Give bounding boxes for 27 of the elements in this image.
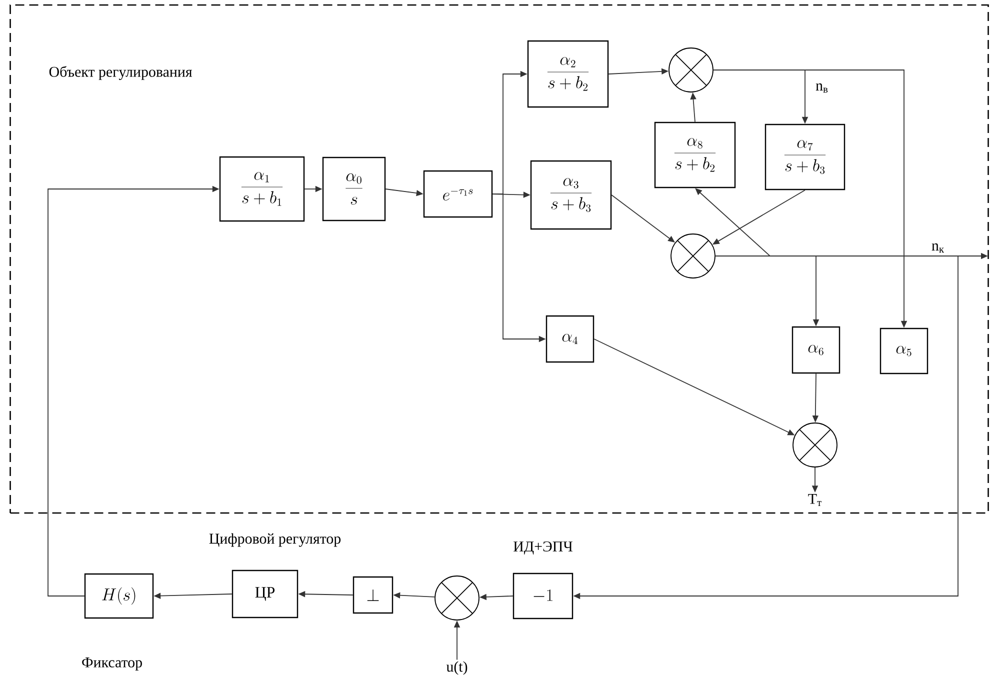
- edge-label: n$_{к}$: [930, 242, 946, 254]
- summing-junction: [792, 422, 838, 468]
- summing-junction: [668, 48, 714, 92]
- block-box: $\alpha_5$: [880, 328, 928, 374]
- block-box: $\perp$: [352, 576, 394, 614]
- block-box: $H(s)$: [84, 573, 154, 619]
- block-box: $\frac{\alpha_2}{s+b_2}$: [527, 40, 609, 108]
- block-box: $-1$: [512, 572, 574, 620]
- signal-label: u(t): [446, 661, 468, 675]
- block-caption: Цифровой регулятор: [209, 533, 341, 547]
- edge-label: n$_{в}$: [814, 82, 830, 94]
- block-box: ЦР: [232, 570, 298, 618]
- block-box: $\frac{\alpha_1}{s+b_1}$: [219, 156, 305, 222]
- summing-junction: [434, 576, 480, 620]
- block-box: $\frac{\alpha_8}{s+b_2}$: [654, 122, 736, 188]
- block-box: $\frac{\alpha_3}{s+b_3}$: [530, 160, 612, 230]
- block-box: $\frac{\alpha_0}{s}$: [322, 156, 386, 222]
- block-caption: Фиксатор: [82, 658, 142, 670]
- summing-junction: [670, 234, 716, 278]
- block-box: $\alpha_4$: [546, 315, 594, 363]
- arrow: [695, 188, 772, 256]
- arrow: [611, 194, 675, 242]
- block-box: $\frac{\alpha_7}{s+b_3}$: [764, 124, 846, 190]
- block-box: $\alpha_6$: [792, 326, 840, 374]
- block-box: $e^{-\tau_1 s}$: [423, 170, 493, 218]
- block-caption: ИД+ЭПЧ: [514, 541, 572, 555]
- signal-label: T$_{т}$: [808, 494, 822, 506]
